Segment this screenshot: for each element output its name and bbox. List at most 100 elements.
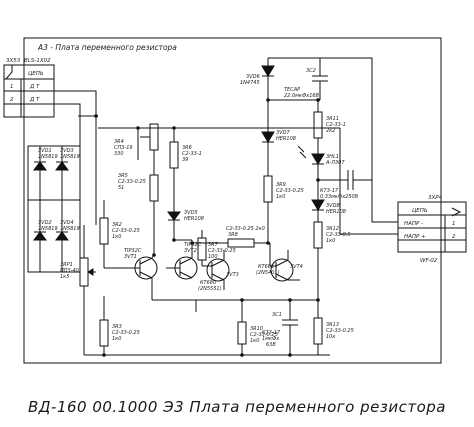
svg-text:3VD2: 3VD2 — [38, 220, 52, 226]
diode-3vd2 — [33, 200, 47, 272]
svg-text:СП3-19: СП3-19 — [114, 145, 133, 151]
svg-text:3VD3: 3VD3 — [60, 148, 74, 154]
wire-napr-minus — [320, 57, 398, 223]
svg-text:51: 51 — [118, 185, 124, 191]
diode-3vd7 — [261, 100, 275, 176]
svg-text:100: 100 — [208, 254, 218, 260]
resistor-3r2 — [99, 217, 109, 245]
svg-text:3VT1: 3VT1 — [124, 254, 137, 260]
svg-text:С2-33-0.25: С2-33-0.25 — [112, 228, 140, 234]
conn-right-net: НАПР - — [404, 221, 423, 227]
potentiometer-3rp1 — [79, 257, 89, 287]
conn-right-pin: 2 — [452, 234, 456, 240]
conn-left-header: ЦЕПЬ — [28, 71, 44, 77]
board-header: А3 - Плата переменного резистора — [37, 43, 177, 52]
connector-3x53 — [3, 64, 55, 118]
svg-text:3R6: 3R6 — [182, 145, 192, 151]
svg-text:3VD5: 3VD5 — [184, 210, 198, 216]
svg-text:1к0: 1к0 — [250, 338, 259, 344]
diode-3vd3 — [55, 146, 69, 200]
svg-text:3R5: 3R5 — [118, 173, 128, 179]
conn-left-pin: 2 — [10, 97, 14, 103]
svg-text:3R7: 3R7 — [208, 242, 219, 248]
svg-text:1N4745: 1N4745 — [240, 80, 260, 86]
svg-text:3VD1: 3VD1 — [38, 148, 52, 154]
svg-text:1N5819: 1N5819 — [60, 226, 80, 232]
svg-text:3R4: 3R4 — [114, 139, 124, 145]
svg-text:HER108: HER108 — [276, 136, 296, 142]
wire-dt1 — [54, 90, 97, 116]
resistor-3r10 — [237, 321, 247, 345]
conn-left-ref: 3X53 — [6, 58, 21, 64]
conn-left-part: BLS-1X02 — [24, 58, 51, 64]
svg-text:1к0: 1к0 — [326, 238, 335, 244]
connector-3xp4 — [397, 201, 467, 253]
svg-text:HER108: HER108 — [326, 209, 346, 215]
resistor-3r8 — [227, 238, 255, 248]
svg-text:63В: 63В — [266, 342, 276, 348]
schematic-diagram: А3 - Плата переменного резистора 3X53 BL… — [3, 37, 467, 364]
svg-text:3R2: 3R2 — [112, 222, 122, 228]
document-title: ВД-160 00.1000 Э3 Плата переменного рези… — [28, 398, 446, 416]
resistor-3r9 — [263, 175, 273, 203]
svg-text:1N5819: 1N5819 — [38, 154, 58, 160]
svg-text:3R9: 3R9 — [276, 182, 286, 188]
conn-left-net: Д Т — [29, 97, 40, 103]
svg-text:С2-33-0.5: С2-33-0.5 — [326, 232, 351, 238]
svg-text:3R10: 3R10 — [250, 326, 263, 332]
svg-text:КТ680: КТ680 — [200, 280, 216, 286]
resistor-3r13 — [313, 317, 323, 345]
transistor-3vt3 — [202, 250, 230, 290]
svg-text:1N5819: 1N5819 — [60, 154, 80, 160]
capacitor-3c2 — [312, 58, 328, 100]
conn-right-ref: 3XP4 — [428, 195, 443, 201]
transistor-3vt2 — [166, 239, 198, 280]
svg-text:TIP32C: TIP32C — [124, 248, 142, 254]
svg-text:С2-33-0.25 2к0: С2-33-0.25 2к0 — [226, 226, 265, 232]
svg-text:1к0: 1к0 — [276, 194, 285, 200]
labels-vt3: КТ680(2N5551)3VT3 — [198, 272, 239, 292]
labels-vt4: КТ681(2N5401)3VT4 — [256, 264, 303, 276]
svg-text:К73-17: К73-17 — [262, 330, 281, 336]
conn-left-net: Д Т — [29, 84, 40, 90]
wire-dt2 — [54, 103, 81, 116]
diode-bridge-frame — [27, 145, 81, 273]
diode-3vd6 — [261, 65, 275, 100]
svg-text:3VT2: 3VT2 — [184, 248, 197, 254]
svg-text:10к: 10к — [326, 334, 335, 340]
conn-right-net: НАПР + — [404, 234, 426, 240]
svg-text:3R3: 3R3 — [112, 324, 122, 330]
svg-text:TECAP: TECAP — [284, 87, 300, 93]
svg-text:К73-17: К73-17 — [320, 188, 339, 194]
svg-text:3VD8: 3VD8 — [326, 203, 340, 209]
svg-text:1к5: 1к5 — [60, 274, 69, 280]
svg-text:С2-33-0.25: С2-33-0.25 — [250, 332, 278, 338]
svg-text:С2-33-1: С2-33-1 — [326, 122, 346, 128]
svg-text:0.33мкФх250В: 0.33мкФх250В — [320, 194, 359, 200]
svg-text:HER108: HER108 — [184, 216, 204, 222]
svg-text:(2N5401): (2N5401) — [256, 270, 280, 276]
svg-text:3R8: 3R8 — [228, 232, 238, 238]
resistor-3r5 — [149, 174, 159, 202]
svg-text:3R11: 3R11 — [326, 116, 339, 122]
resistor-3r11 — [313, 111, 323, 139]
